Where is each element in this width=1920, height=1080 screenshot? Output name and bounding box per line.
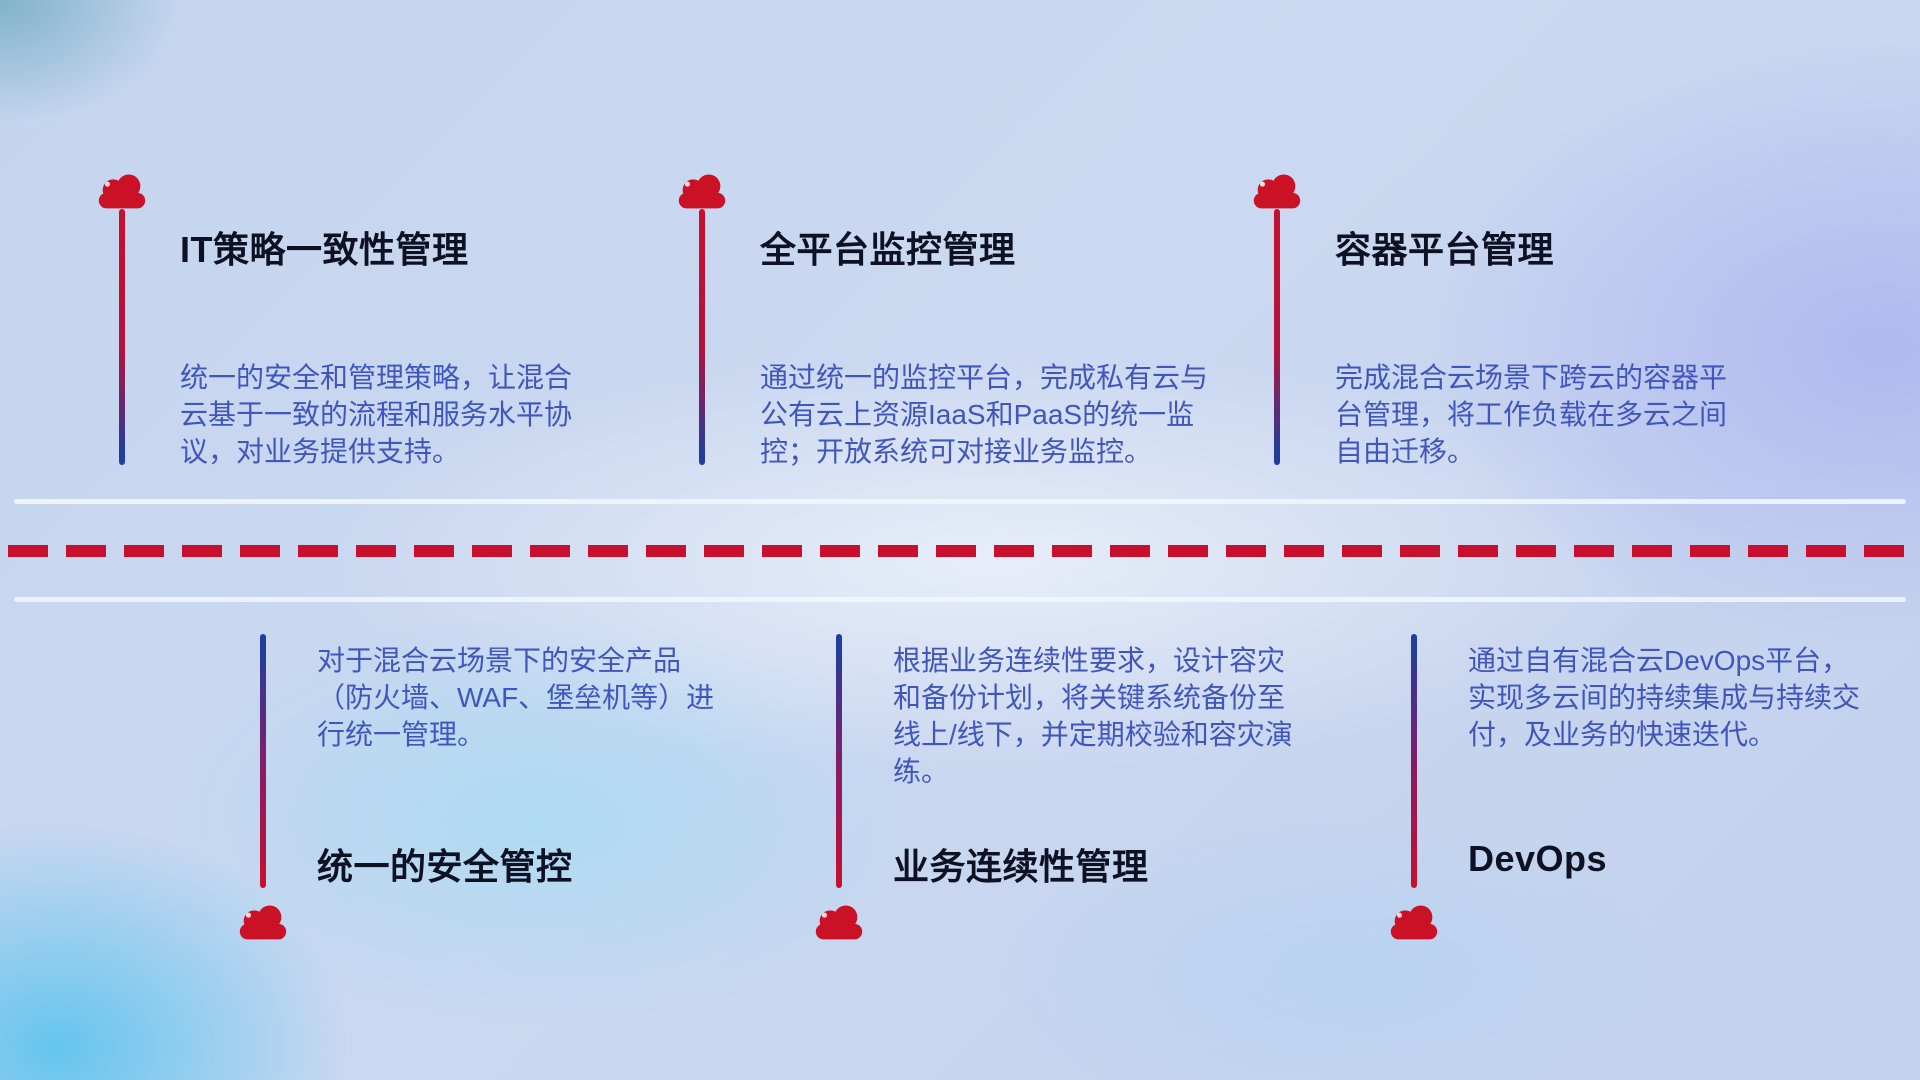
feature-title: 容器平台管理 xyxy=(1335,229,1555,270)
cloud-icon xyxy=(810,900,868,942)
cloud-icon xyxy=(234,900,292,942)
timeline-stem xyxy=(1411,634,1417,888)
timeline-stem xyxy=(119,209,125,465)
feature-description: 完成混合云场景下跨云的容器平台管理，将工作负载在多云之间自由迁移。 xyxy=(1335,362,1728,467)
cloud-icon xyxy=(1248,169,1306,211)
cloud-icon xyxy=(93,169,151,211)
timeline-stem xyxy=(260,634,266,888)
feature-title: DevOps xyxy=(1468,838,1608,879)
feature-title: 统一的安全管控 xyxy=(317,846,573,887)
timeline-stem xyxy=(836,634,842,888)
feature-description: 通过统一的监控平台，完成私有云与公有云上资源IaaS和PaaS的统一监控；开放系… xyxy=(760,362,1209,467)
feature-description: 统一的安全和管理策略，让混合云基于一致的流程和服务水平协议，对业务提供支持。 xyxy=(180,362,573,467)
feature-title: 业务连续性管理 xyxy=(893,846,1149,887)
feature-description: 对于混合云场景下的安全产品（防火墙、WAF、堡垒机等）进行统一管理。 xyxy=(317,645,715,750)
cloud-icon xyxy=(1385,900,1443,942)
timeline-stem xyxy=(1274,209,1280,465)
divider-dashed-red-line xyxy=(8,545,1912,557)
divider-solid-line-top xyxy=(14,499,1906,504)
feature-description: 根据业务连续性要求，设计容灾和备份计划，将关键系统备份至线上/线下，并定期校验和… xyxy=(893,645,1293,787)
feature-title: IT策略一致性管理 xyxy=(180,229,469,270)
timeline-stem xyxy=(699,209,705,465)
divider-solid-line-bottom xyxy=(14,597,1906,602)
feature-title: 全平台监控管理 xyxy=(760,229,1016,270)
cloud-icon xyxy=(673,169,731,211)
feature-description: 通过自有混合云DevOps平台，实现多云间的持续集成与持续交付，及业务的快速迭代… xyxy=(1468,645,1861,750)
